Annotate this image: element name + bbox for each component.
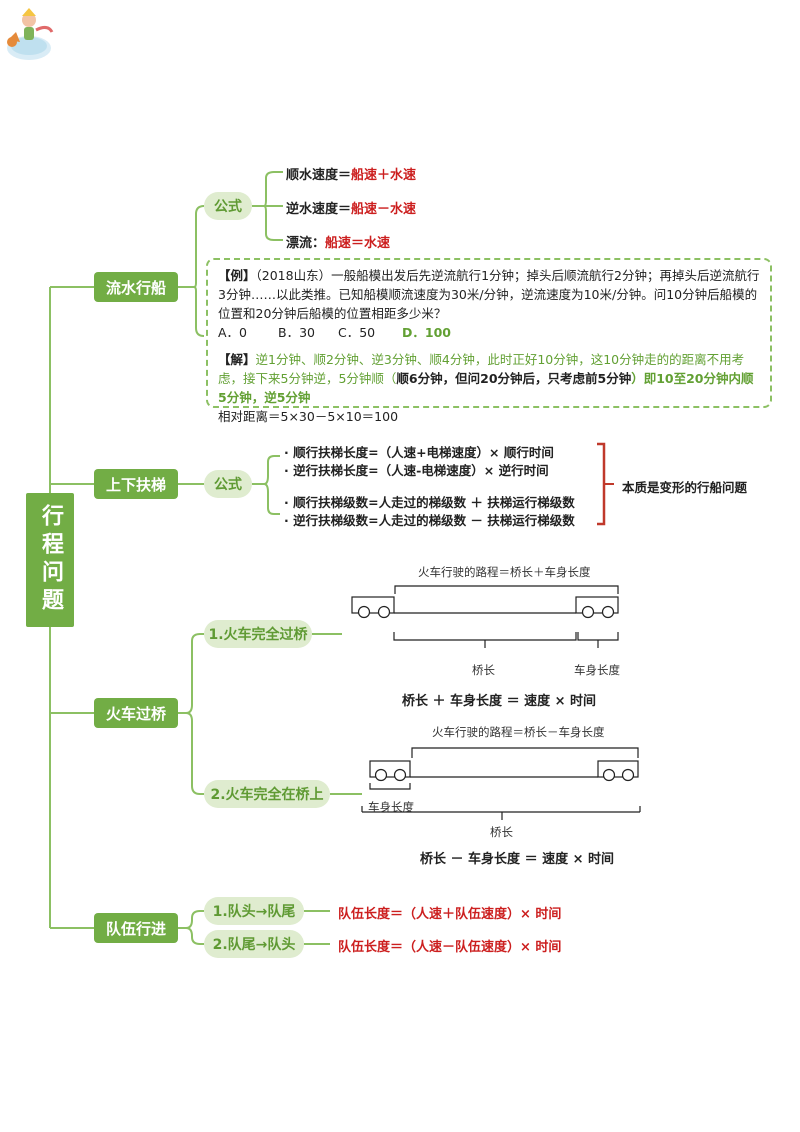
- boat-formula-1: 顺水速度＝船速＋水速: [286, 164, 416, 183]
- boat-example-box: 【例】（2018山东）一般船模出发后先逆流航行1分钟；掉头后顺流航行2分钟；再掉…: [206, 258, 772, 424]
- example-solution: 【解】逆1分钟、顺2分钟、逆3分钟、顺4分钟，此时正好10分钟，这10分钟走的的…: [218, 350, 760, 407]
- escalator-formula-node: 公式: [204, 470, 252, 498]
- escalator-formula-4: · 逆行扶梯级数=人走过的梯级数 － 扶梯运行梯级数: [284, 513, 575, 528]
- logo: [2, 2, 56, 64]
- escalator-formula-1: · 顺行扶梯长度=（人速+电梯速度）× 顺行时间: [284, 445, 554, 460]
- escalator-formula-3: · 顺行扶梯级数=人走过的梯级数 ＋ 扶梯运行梯级数: [284, 495, 575, 510]
- boat-formula-label: 公式: [214, 199, 242, 215]
- branch-boat-label: 流水行船: [105, 278, 166, 297]
- example-options: A．0 B．30 C．50 D．100: [218, 323, 760, 342]
- branch-queue-label: 队伍行进: [105, 919, 166, 938]
- branch-queue: 队伍行进: [94, 913, 178, 943]
- boat-formula-node: 公式: [204, 192, 252, 220]
- boat-formula-2-prefix: 逆水速度＝: [286, 202, 352, 217]
- boat-formula-2: 逆水速度＝船速－水速: [286, 198, 416, 217]
- example-question: 【例】（2018山东）一般船模出发后先逆流航行1分钟；掉头后顺流航行2分钟；再掉…: [218, 266, 760, 323]
- little-prince-fox-logo-icon: [7, 8, 54, 60]
- train1-formula: 桥长 ＋ 车身长度 ＝ 速度 × 时间: [402, 694, 597, 709]
- option-c: C．50: [338, 325, 376, 340]
- boat-formula-3: 漂流：船速＝水速: [286, 232, 390, 251]
- branch-train: 火车过桥: [94, 698, 178, 728]
- queue-case1-node: 1.队头→队尾: [204, 897, 304, 925]
- boat-formula-3-expr: 船速＝水速: [325, 236, 391, 251]
- option-b: B．30: [278, 325, 315, 340]
- option-d-answer: D．100: [402, 325, 451, 340]
- train1-body-label: 车身长度: [574, 663, 620, 677]
- queue-formula-2: 队伍长度＝（人速－队伍速度）× 时间: [338, 940, 562, 955]
- train2-body-label: 车身长度: [368, 800, 414, 814]
- solution-bold: 顺6分钟，但问20分钟后，只考虑前5分钟: [396, 371, 632, 386]
- branch-escalator-label: 上下扶梯: [105, 475, 166, 494]
- queue-case1-label: 1.队头→队尾: [212, 904, 296, 920]
- root-node: 行程问题: [26, 493, 74, 627]
- queue-case2-label: 2.队尾→队头: [212, 937, 296, 953]
- boat-formula-3-prefix: 漂流：: [286, 236, 326, 251]
- train2-bridge-label: 桥长: [490, 825, 513, 839]
- branch-boat: 流水行船: [94, 272, 178, 302]
- train-case1-label: 1.火车完全过桥: [208, 627, 308, 643]
- example-question-text: （2018山东）一般船模出发后先逆流航行1分钟；掉头后顺流航行2分钟；再掉头后逆…: [218, 268, 760, 321]
- escalator-formula-2: · 逆行扶梯长度=（人速-电梯速度）× 逆行时间: [284, 463, 549, 478]
- train2-formula: 桥长 － 车身长度 ＝ 速度 × 时间: [420, 852, 615, 867]
- queue-case2-node: 2.队尾→队头: [204, 930, 304, 958]
- option-a: A．0: [218, 325, 248, 340]
- train1-caption: 火车行驶的路程＝桥长＋车身长度: [418, 565, 591, 579]
- solution-part2: ）即10至20分钟内顺5分钟，逆5分钟: [218, 371, 754, 405]
- boat-formula-2-expr: 船速－水速: [351, 202, 417, 217]
- branch-escalator: 上下扶梯: [94, 469, 178, 499]
- escalator-essence: 本质是变形的行船问题: [622, 480, 748, 495]
- escalator-formula-label: 公式: [214, 477, 242, 493]
- train-case1-node: 1.火车完全过桥: [204, 620, 312, 648]
- solution-line3: 相对距离＝5×30－5×10＝100: [218, 409, 399, 424]
- train1-bridge-label: 桥长: [472, 663, 495, 677]
- solution-part1: 逆1分钟、顺2分钟、逆3分钟、顺4分钟，此时正好10分钟，这10分钟走的的距离不…: [218, 352, 745, 386]
- root-title: 行程问题: [38, 504, 63, 616]
- branch-train-label: 火车过桥: [105, 704, 166, 723]
- solution-tag: 【解】: [218, 352, 256, 367]
- example-tag: 【例】: [218, 268, 256, 283]
- boat-formula-1-prefix: 顺水速度＝: [286, 168, 352, 183]
- train-case2-label: 2.火车完全在桥上: [210, 787, 324, 803]
- train-case2-node: 2.火车完全在桥上: [204, 780, 330, 808]
- boat-formula-1-expr: 船速＋水速: [351, 168, 417, 183]
- queue-formula-1: 队伍长度＝（人速＋队伍速度）× 时间: [338, 907, 562, 922]
- train2-caption: 火车行驶的路程＝桥长－车身长度: [432, 725, 605, 739]
